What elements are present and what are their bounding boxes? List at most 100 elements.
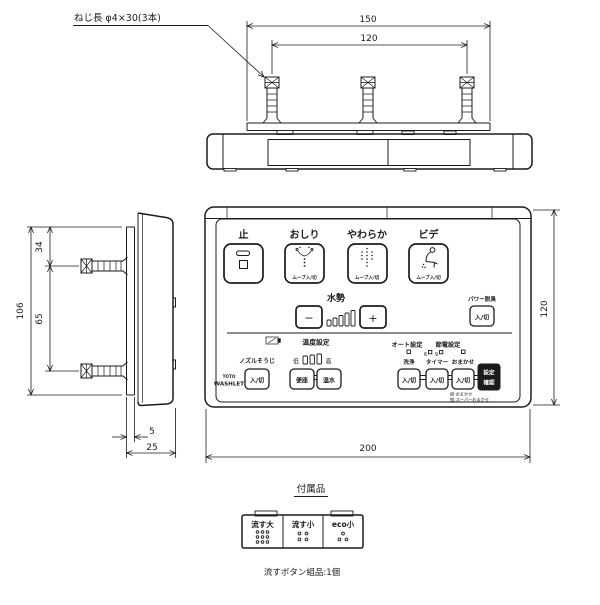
seat-button: 便座 <box>289 368 315 390</box>
flush-large-key: 流す大 <box>251 519 274 544</box>
auto-wash-button: 入/切 <box>397 368 421 390</box>
onoff-label: 入/切 <box>401 378 416 385</box>
foot <box>403 168 417 172</box>
logo-toto: TOTO <box>223 374 236 379</box>
bidet-button: ムーブ入/切 <box>408 243 449 284</box>
button-connector <box>448 375 452 380</box>
omakase-indicator <box>461 349 466 354</box>
clip <box>172 359 176 370</box>
top-view: 150 120 <box>206 15 533 172</box>
timer-6-indicator <box>428 350 433 355</box>
anchor-screw <box>262 76 282 124</box>
set-confirm-button: 設定 確認 <box>477 363 501 391</box>
auto-setting-label: オート設定 <box>392 341 424 349</box>
deodorizer-label: パワー脱臭 <box>468 295 496 303</box>
omakase-label: おまかせ <box>452 358 475 366</box>
move-label: ムーブ入/切 <box>355 274 380 281</box>
button-connector <box>474 375 478 380</box>
front-view: 止 おしり やわらか ビデ ムーブ入/切 <box>204 206 532 408</box>
dim-150: 150 <box>359 15 376 25</box>
oshiri-button: ムーブ入/切 <box>284 243 325 284</box>
confirm-label: 確認 <box>483 379 495 387</box>
nozzle-clean-button: 入/切 <box>244 368 270 390</box>
anchor-screw-side <box>80 256 128 276</box>
remote-body-top <box>206 133 533 170</box>
timer-6-label: 6 <box>424 352 427 358</box>
nozzle-clean-label: ノズルそうじ <box>239 357 275 365</box>
move-label: ムーブ入/切 <box>292 274 317 281</box>
body-inner-panel <box>267 139 471 166</box>
soft-button: ムーブ入/切 <box>347 243 388 284</box>
temp-setting-label: 温度設定 <box>302 338 329 347</box>
anchor-screw-side <box>80 361 128 381</box>
dim-120-top: 120 <box>360 34 377 44</box>
button-connector <box>420 375 426 380</box>
energy-setting-label: 節電設定 <box>436 341 462 349</box>
onoff-label: 入/切 <box>455 378 470 385</box>
leader-line <box>207 25 265 78</box>
toto-washlet-logo: TOTO WASHLET <box>214 374 244 388</box>
seat-button-label: 便座 <box>296 377 308 385</box>
minus-glyph: − <box>304 312 313 325</box>
dim-200: 200 <box>359 444 376 454</box>
move-label: ムーブ入/切 <box>416 274 441 281</box>
remote-body-side <box>137 212 174 407</box>
mounting-plate-side <box>126 226 135 396</box>
eco-small-label: eco小 <box>332 519 355 529</box>
soft-spray-icon <box>361 247 373 267</box>
clip <box>172 297 176 308</box>
flush-small-label: 流す小 <box>292 519 315 529</box>
auto-indicator <box>406 349 411 354</box>
mounting-plate-top <box>246 122 491 131</box>
wash-label: 洗浄 <box>403 358 415 366</box>
flush-large-label: 流す大 <box>251 519 274 529</box>
timer-button: 入/切 <box>425 368 449 390</box>
accessory-heading: 付属品 <box>297 484 326 495</box>
oshiri-label: おしり <box>290 229 320 241</box>
dim-120-right: 120 <box>540 300 550 317</box>
stop-button <box>223 243 264 284</box>
dim-106: 106 <box>16 302 26 319</box>
anchor-screw <box>457 76 477 124</box>
key-tab <box>330 510 354 517</box>
key-tab <box>254 510 278 517</box>
flush-small-key: 流す小 <box>292 519 315 542</box>
foot <box>223 168 237 172</box>
omakase-button: 入/切 <box>451 368 475 390</box>
side-view: 106 34 65 5 25 <box>16 212 177 458</box>
water-level-indicator <box>326 310 356 327</box>
note-orange: 橙:スーパーおまかせ <box>450 396 489 403</box>
rear-spray-icon <box>295 246 314 267</box>
logo-washlet: WASHLET <box>214 382 244 388</box>
stop-square-icon <box>239 260 248 269</box>
onoff-label: 入/切 <box>429 378 444 385</box>
bidet-icon <box>421 247 438 269</box>
warm-water-button: 温水 <box>316 368 342 390</box>
set-label: 設定 <box>483 369 495 377</box>
warm-water-label: 温水 <box>323 377 336 385</box>
accessory-section: 付属品 流す大 流す小 eco小 流すボタン組品:1個 <box>241 484 364 578</box>
screw-note-text: ねじ長 φ4×30(3本) <box>74 12 161 24</box>
stop-label: 止 <box>239 228 249 241</box>
battery-icon <box>265 336 281 345</box>
soft-label: やわらか <box>347 229 387 241</box>
onoff-label: 入/切 <box>249 378 264 385</box>
deodorizer-button: 入/切 <box>469 305 495 327</box>
temp-level-indicator <box>302 353 322 365</box>
water-minus-button: − <box>295 305 323 329</box>
foot <box>493 168 507 172</box>
dim-5: 5 <box>149 427 155 437</box>
remote-body-front <box>204 206 532 408</box>
bidet-label: ビデ <box>419 228 440 241</box>
dim-65: 65 <box>35 313 45 324</box>
flush-key-assembly <box>241 514 364 549</box>
high-label: 高 <box>325 358 331 366</box>
plus-glyph: + <box>368 312 377 325</box>
water-plus-button: + <box>359 305 387 329</box>
timer-9-label: 9 <box>435 352 438 358</box>
dim-25: 25 <box>146 443 157 453</box>
screw-note: ねじ長 φ4×30(3本) <box>73 12 265 78</box>
low-label: 低 <box>293 358 299 366</box>
